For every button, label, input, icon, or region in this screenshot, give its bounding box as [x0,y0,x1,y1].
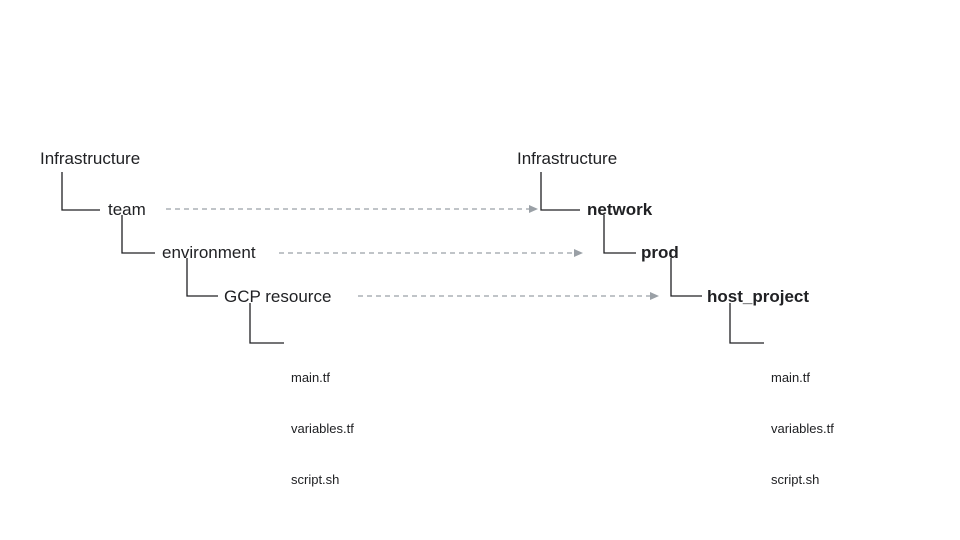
file-item: variables.tf [771,421,834,436]
right-node-prod: prod [641,243,679,262]
file-item: main.tf [291,370,331,385]
file-item: script.sh [771,472,820,487]
right-tree-connectors [540,172,764,344]
left-tree-connectors [61,172,284,344]
left-node-team: team [108,200,146,219]
elbow-network-to-prod [603,215,636,254]
elbow-prod-to-host-project [670,258,702,297]
left-file-list: main.tf variables.tf script.sh [291,335,354,522]
elbow-host-project-to-files [729,303,764,344]
arrow-head-environment-to-prod [574,249,583,257]
file-item: main.tf [771,370,811,385]
left-node-gcp-resource: GCP resource [224,287,332,306]
elbow-environment-to-gcp [186,258,218,297]
elbow-root-to-team [61,172,100,211]
arrow-head-gcp-to-host-project [650,292,659,300]
file-item: script.sh [291,472,340,487]
elbow-gcp-to-files [249,303,284,344]
elbow-team-to-environment [121,215,155,254]
arrow-head-team-to-network [529,205,538,213]
right-root-label: Infrastructure [517,149,618,168]
right-node-host-project: host_project [707,287,810,306]
elbow-root-to-network [540,172,580,211]
mapping-arrows [166,205,659,300]
right-node-network: network [587,200,653,219]
left-root-label: Infrastructure [40,149,141,168]
right-file-list: main.tf variables.tf script.sh [771,335,834,522]
left-node-environment: environment [162,243,256,262]
file-item: variables.tf [291,421,354,436]
